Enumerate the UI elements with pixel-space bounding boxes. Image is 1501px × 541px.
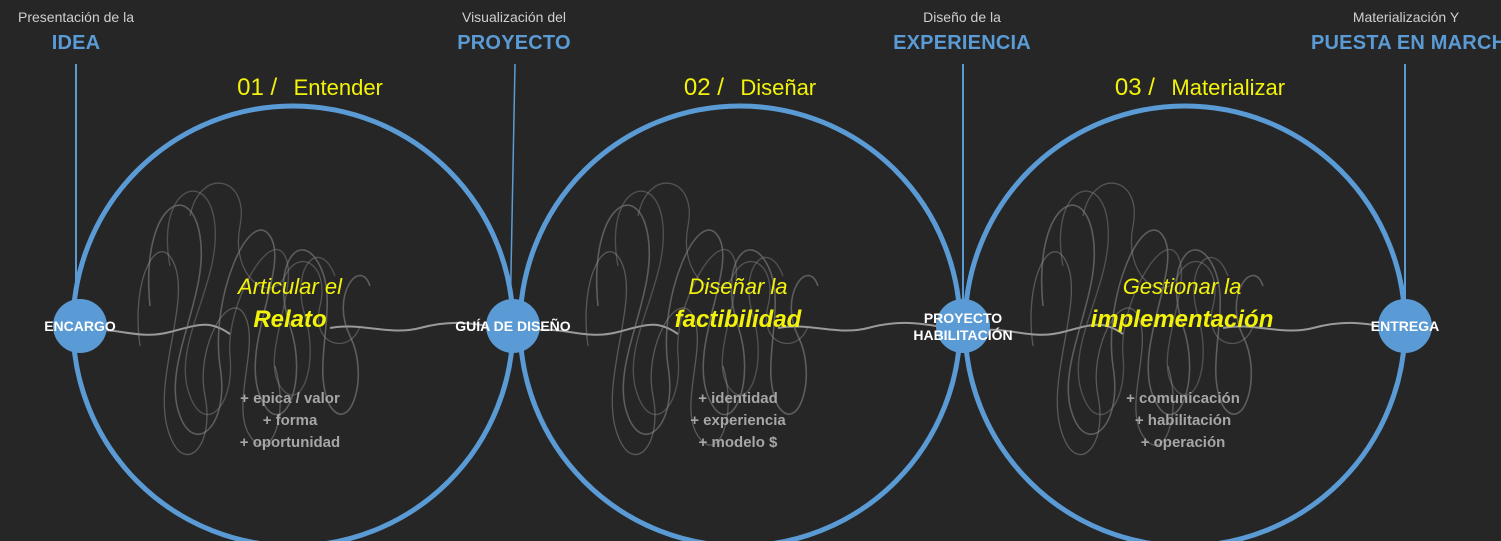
stage-header-3: 03 / Materializar <box>1080 74 1320 102</box>
stage-name: Diseñar <box>740 75 817 100</box>
stage-item: + oportunidad <box>239 434 341 451</box>
node-guia-de-diseno[interactable] <box>486 299 540 353</box>
stage-items-2: + identidad + experiencia + modelo $ <box>648 388 828 454</box>
node-label-proyecto-habilitacion: PROYECTO HABILITACIÓN <box>893 310 1033 344</box>
milestone-title: PUESTA EN MARCHA <box>1311 32 1501 54</box>
stage-headline-line1: Articular el <box>238 274 342 299</box>
milestone-caption: Presentación de la <box>18 9 134 25</box>
stage-item: + modelo $ <box>698 434 778 451</box>
stage-item: + comunicación <box>1126 390 1240 407</box>
stage-item: + identidad <box>698 390 778 407</box>
stage-headline-line1: Diseñar la <box>688 274 788 299</box>
node-label-line: HABILITACIÓN <box>913 327 1013 343</box>
stage-number: 01 / <box>237 74 278 101</box>
node-encargo[interactable] <box>53 299 107 353</box>
stage-item: + forma <box>262 412 318 429</box>
node-proyecto-habilitacion[interactable] <box>936 299 990 353</box>
milestone-line-2 <box>509 63 516 325</box>
stage-headline-line2: factibilidad <box>674 306 802 333</box>
node-label-guia-de-diseno: GUÍA DE DISEÑO <box>455 318 571 334</box>
stage-headline-line1: Gestionar la <box>1122 274 1242 299</box>
stage-items-3: + comunicación + habilitación + operació… <box>1093 388 1273 454</box>
milestone-title: PROYECTO <box>457 32 571 54</box>
stage-item: + habilitación <box>1134 412 1232 429</box>
stage-headline-line2: implementación <box>1090 306 1274 333</box>
stage-item: + epica / valor <box>240 390 340 407</box>
milestone-caption: Visualización del <box>461 9 567 25</box>
stage-number: 02 / <box>683 74 724 101</box>
stage-name: Materializar <box>1171 75 1286 100</box>
node-entrega[interactable] <box>1378 299 1432 353</box>
node-label-entrega: ENTREGA <box>1370 318 1440 334</box>
milestone-title: EXPERIENCIA <box>893 32 1031 54</box>
milestone-title: IDEA <box>51 32 101 54</box>
stage-items-1: + epica / valor + forma + oportunidad <box>200 388 380 454</box>
stage-name: Entender <box>293 75 383 100</box>
stage-header-2: 02 / Diseñar <box>640 74 860 102</box>
node-label-encargo: ENCARGO <box>44 318 116 334</box>
stage-number: 03 / <box>1114 74 1155 101</box>
milestone-caption: Diseño de la <box>923 9 1001 25</box>
node-label-line: PROYECTO <box>923 310 1003 326</box>
stage-item: + operación <box>1140 434 1226 451</box>
stage-header-1: 01 / Entender <box>200 74 420 102</box>
stage-item: + experiencia <box>690 412 786 429</box>
milestone-caption: Materialización Y <box>1352 9 1460 25</box>
stage-headline-line2: Relato <box>253 306 327 333</box>
